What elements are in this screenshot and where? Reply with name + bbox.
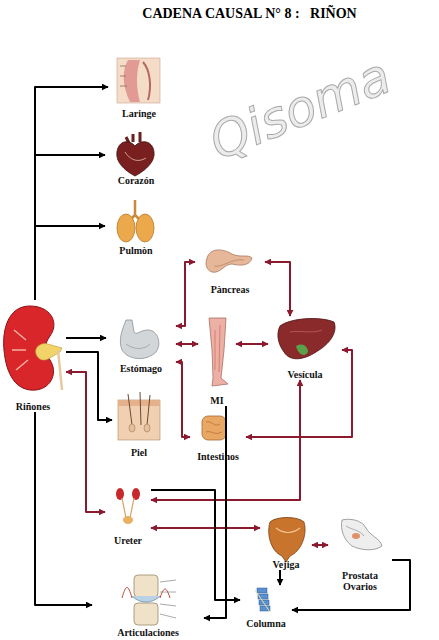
liver-gallbladder-illustration [278,319,335,359]
causal-arrow [66,352,112,420]
organ-label: Corazón [118,176,155,187]
organ-node: Pàncreas [195,243,265,295]
causal-arrow [312,544,328,546]
causal-arrow [35,87,108,300]
leg-illustration [209,318,228,386]
causal-arrow [35,412,92,605]
causal-arrow [66,337,106,339]
organ-label: Articulaciones [117,628,179,639]
organ-label: Piel [131,448,147,459]
organ-node: Articulaciones [92,572,204,638]
organ-node: Piel [112,390,166,458]
organ-node: Riñones [0,300,66,412]
organ-node: Vejiga [260,512,312,570]
causal-arrow [176,343,198,345]
causal-arrow [66,372,105,512]
causal-arrow [204,406,226,618]
organ-label: Vesícula [287,370,322,381]
organ-label: Laringe [122,109,156,120]
organ-node: Intestinos [190,412,246,462]
intestine-illustration [202,416,226,440]
causal-arrow [35,226,105,300]
pancreas-illustration [206,250,252,272]
organ-node: Laringe [108,55,170,119]
organ-label: Pàncreas [211,285,250,296]
bladder-illustration [269,518,305,563]
organ-node: MI [198,312,236,406]
organ-node: Columna [240,585,292,629]
joint-illustration [122,575,176,625]
lungs-illustration [117,200,154,242]
causal-arrow [292,560,410,610]
organ-label: Intestinos [197,452,239,463]
heart-illustration [117,132,154,176]
organ-node: Vesícula [268,316,342,380]
causal-arrow [151,527,260,529]
organ-label: Prostata Ovarios [328,571,392,592]
pelvis-illustration [341,519,382,550]
causal-arrow [151,490,240,600]
causal-arrow [176,262,195,326]
organ-label: Ureter [114,536,142,547]
urinary-tract-illustration [116,488,140,524]
watermark: Qisoma [201,47,399,172]
organ-label: Riñones [16,402,50,413]
organ-label: Columna [246,619,285,630]
larynx-illustration [117,58,160,103]
diagram-title: CADENA CAUSAL N° 8 : RIÑON [60,6,439,22]
causal-arrow [35,155,105,300]
organ-node: Estómago [106,318,176,374]
spine-illustration [255,588,270,612]
causal-arrow [151,380,300,500]
organ-label: Vejiga [273,560,300,571]
organ-node: Prostata Ovarios [328,514,392,592]
kidney-illustration [4,306,62,390]
causal-arrow [265,262,290,316]
organ-node: Ureter [105,484,151,546]
organ-node: Pulmòn [105,198,167,256]
causal-arrow [279,570,281,585]
skin-illustration [118,392,160,440]
organ-label: Pulmòn [119,246,152,257]
stomach-illustration [120,320,158,359]
organ-node: Corazón [105,128,167,186]
causal-arrow [236,343,268,345]
organ-label: Estómago [120,364,162,375]
causal-arrow [246,350,352,437]
organ-label: MI [210,396,223,407]
causal-arrow [176,362,190,437]
